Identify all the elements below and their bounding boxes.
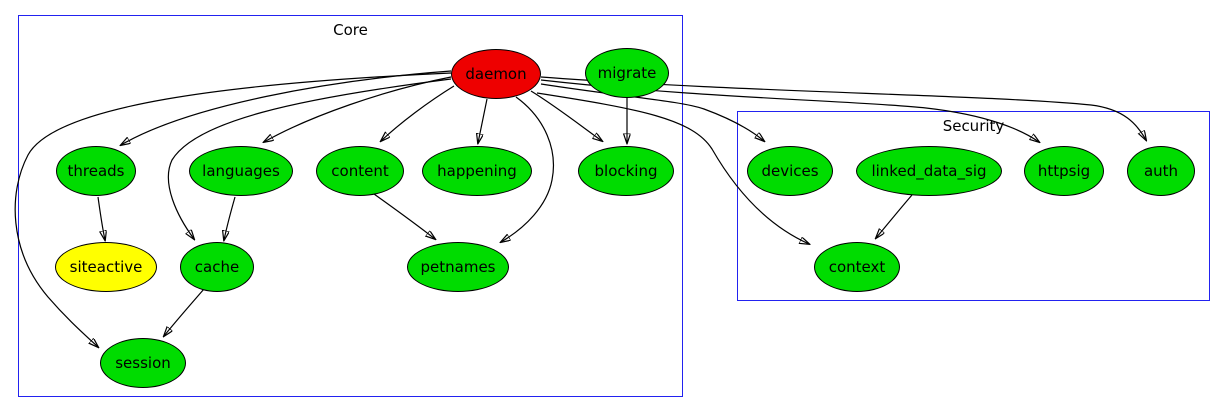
node-migrate: migrate — [585, 48, 669, 98]
cluster-security: Security — [737, 111, 1210, 301]
node-petnames-label: petnames — [420, 258, 496, 276]
node-context-label: context — [828, 258, 886, 276]
node-migrate-label: migrate — [597, 64, 657, 82]
cluster-security-label: Security — [942, 117, 1005, 135]
node-linked_data_sig-label: linked_data_sig — [871, 162, 987, 180]
node-devices: devices — [747, 146, 833, 196]
node-session-label: session — [115, 354, 171, 372]
node-linked_data_sig: linked_data_sig — [856, 146, 1002, 196]
node-daemon-label: daemon — [465, 65, 527, 83]
node-httpsig-label: httpsig — [1037, 162, 1091, 180]
node-siteactive: siteactive — [55, 242, 157, 292]
node-happening: happening — [422, 146, 532, 196]
cluster-core-label: Core — [333, 21, 368, 39]
node-petnames: petnames — [407, 242, 509, 292]
node-threads-label: threads — [67, 162, 125, 180]
node-devices-label: devices — [761, 162, 819, 180]
node-daemon: daemon — [451, 49, 541, 99]
node-siteactive-label: siteactive — [69, 258, 143, 276]
node-cache: cache — [180, 242, 254, 292]
node-httpsig: httpsig — [1024, 146, 1104, 196]
node-happening-label: happening — [437, 162, 517, 180]
node-content-label: content — [331, 162, 389, 180]
node-languages-label: languages — [202, 162, 280, 180]
cluster-core: Core — [18, 15, 683, 397]
node-cache-label: cache — [194, 258, 240, 276]
node-content: content — [316, 146, 404, 196]
node-languages: languages — [189, 146, 293, 196]
node-threads: threads — [56, 146, 136, 196]
node-blocking-label: blocking — [594, 162, 658, 180]
node-auth-label: auth — [1143, 162, 1179, 180]
node-session: session — [100, 338, 186, 388]
node-blocking: blocking — [578, 146, 674, 196]
node-context: context — [814, 242, 900, 292]
node-auth: auth — [1127, 146, 1195, 196]
